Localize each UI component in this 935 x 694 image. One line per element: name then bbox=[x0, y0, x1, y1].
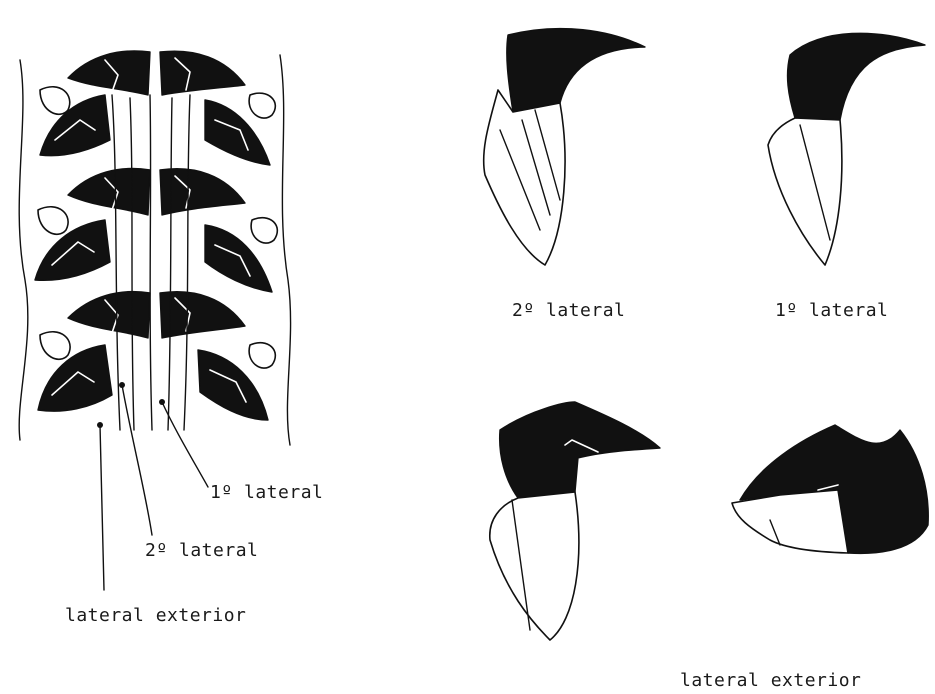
tooth-row bbox=[35, 168, 277, 292]
callout-2-lateral: 2º lateral bbox=[145, 540, 258, 561]
pointer-line-2-lateral bbox=[122, 385, 152, 535]
caption-2-lateral: 2º lateral bbox=[512, 300, 625, 321]
membrane-left-edge bbox=[19, 60, 28, 440]
tooth-row bbox=[38, 292, 275, 420]
callout-lateral-exterior: lateral exterior bbox=[65, 605, 246, 626]
callout-1-lateral: 1º lateral bbox=[210, 482, 323, 503]
caption-lateral-exterior: lateral exterior bbox=[680, 670, 861, 691]
membrane-right-edge bbox=[280, 55, 291, 445]
rhachis-line bbox=[112, 95, 120, 430]
rhachis-line bbox=[168, 98, 172, 430]
rhachis-line bbox=[150, 95, 152, 430]
radula-rows-drawing bbox=[19, 51, 290, 590]
rhachis-line bbox=[130, 98, 134, 430]
pointer-line-lateral-exterior bbox=[100, 425, 104, 590]
rhachis-line bbox=[184, 95, 190, 430]
tooth-row bbox=[40, 51, 275, 165]
tooth-2-lateral-drawing bbox=[484, 29, 645, 265]
tooth-1-lateral-drawing bbox=[768, 33, 925, 265]
caption-1-lateral: 1º lateral bbox=[775, 300, 888, 321]
tooth-lateral-exterior-right-drawing bbox=[732, 425, 928, 553]
tooth-lateral-exterior-left-drawing bbox=[490, 402, 660, 640]
